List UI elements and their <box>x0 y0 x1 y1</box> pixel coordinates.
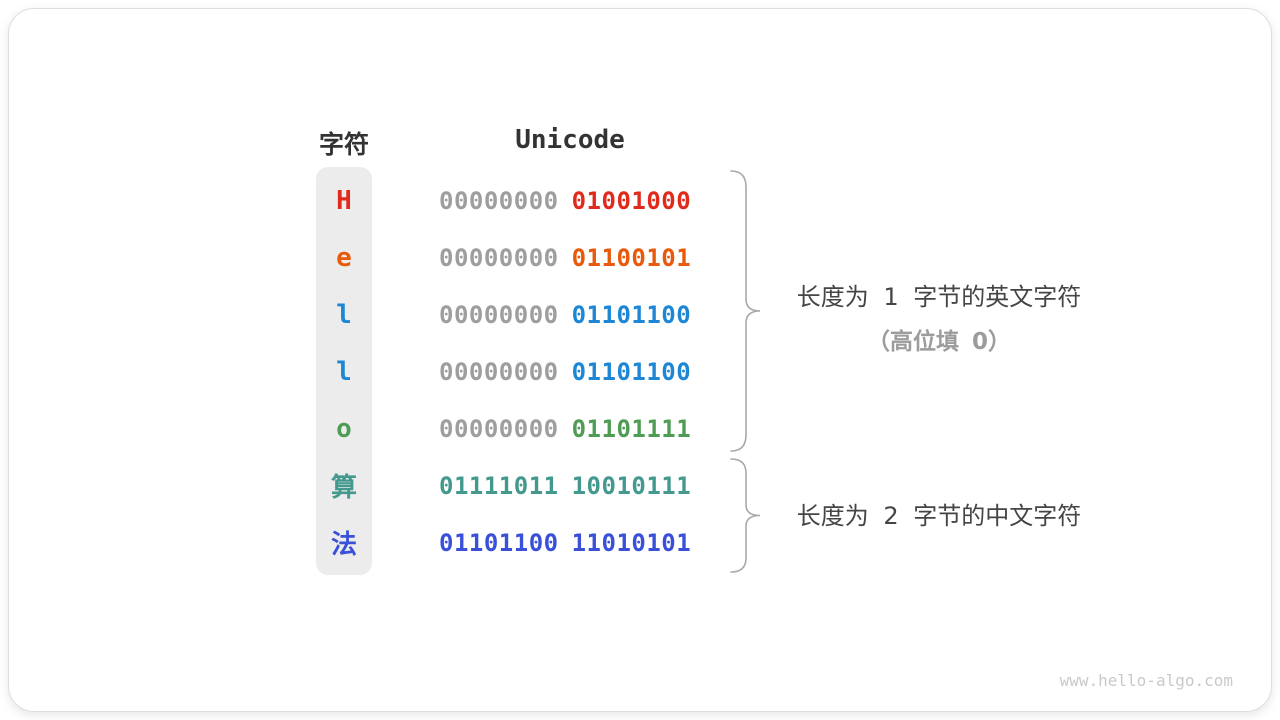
binary-high-byte: 01111011 <box>439 471 559 500</box>
unicode-binary-value: 00000000 01101111 <box>439 415 691 443</box>
encoding-table: H 00000000 01001000 e 00000000 01100101 l … <box>316 172 716 571</box>
unicode-binary-value: 01111011 10010111 <box>439 472 691 500</box>
binary-low-byte: 01001000 <box>571 186 692 215</box>
binary-low-byte: 01101100 <box>571 300 692 329</box>
binary-high-byte: 00000000 <box>439 186 559 215</box>
table-row: 算 01111011 10010111 <box>316 457 716 514</box>
binary-low-byte: 01101100 <box>571 357 692 386</box>
binary-low-byte: 11010101 <box>571 528 692 557</box>
character-label: o <box>336 413 352 444</box>
binary-low-byte: 10010111 <box>571 471 692 500</box>
table-row: 法 01101100 11010101 <box>316 514 716 571</box>
column-header-character: 字符 <box>318 130 369 159</box>
annotation-english-group: 长度为 1 字节的英文字符 （高位填 0） <box>739 277 1139 356</box>
table-row: H 00000000 01001000 <box>316 172 716 229</box>
table-row: l 00000000 01101100 <box>316 343 716 400</box>
binary-high-byte: 00000000 <box>439 243 559 272</box>
character-column-background <box>316 167 372 575</box>
binary-high-byte: 01101100 <box>439 528 559 557</box>
binary-high-byte: 00000000 <box>439 414 559 443</box>
binary-high-byte: 00000000 <box>439 300 559 329</box>
table-row: l 00000000 01101100 <box>316 286 716 343</box>
character-label: e <box>336 242 352 273</box>
annotation-chinese-group-text: 长度为 2 字节的中文字符 <box>796 502 1082 530</box>
brace-group-english <box>730 170 761 452</box>
character-label: l <box>336 356 352 387</box>
table-row: e 00000000 01100101 <box>316 229 716 286</box>
unicode-binary-value: 00000000 01101100 <box>439 358 691 386</box>
character-label: H <box>336 185 352 216</box>
column-header-unicode: Unicode <box>515 125 625 155</box>
character-label: 法 <box>330 530 357 560</box>
unicode-binary-value: 01101100 11010101 <box>439 529 691 557</box>
character-label: 算 <box>330 473 357 503</box>
annotation-chinese-group: 长度为 2 字节的中文字符 <box>739 496 1139 531</box>
annotation-english-group-text: 长度为 1 字节的英文字符 <box>796 283 1082 311</box>
figure-card: 字符 Unicode H 00000000 01001000 e 00000000… <box>8 8 1272 712</box>
binary-low-byte: 01101111 <box>571 414 692 443</box>
annotation-high-bits-padding-note: （高位填 0） <box>866 329 1011 355</box>
unicode-binary-value: 00000000 01001000 <box>439 187 691 215</box>
table-row: o 00000000 01101111 <box>316 400 716 457</box>
watermark-url: www.hello-algo.com <box>1059 671 1233 690</box>
binary-high-byte: 00000000 <box>439 357 559 386</box>
character-label: l <box>336 299 352 330</box>
brace-group-chinese <box>730 458 761 573</box>
binary-low-byte: 01100101 <box>571 243 692 272</box>
unicode-binary-value: 00000000 01100101 <box>439 244 691 272</box>
unicode-binary-value: 00000000 01101100 <box>439 301 691 329</box>
